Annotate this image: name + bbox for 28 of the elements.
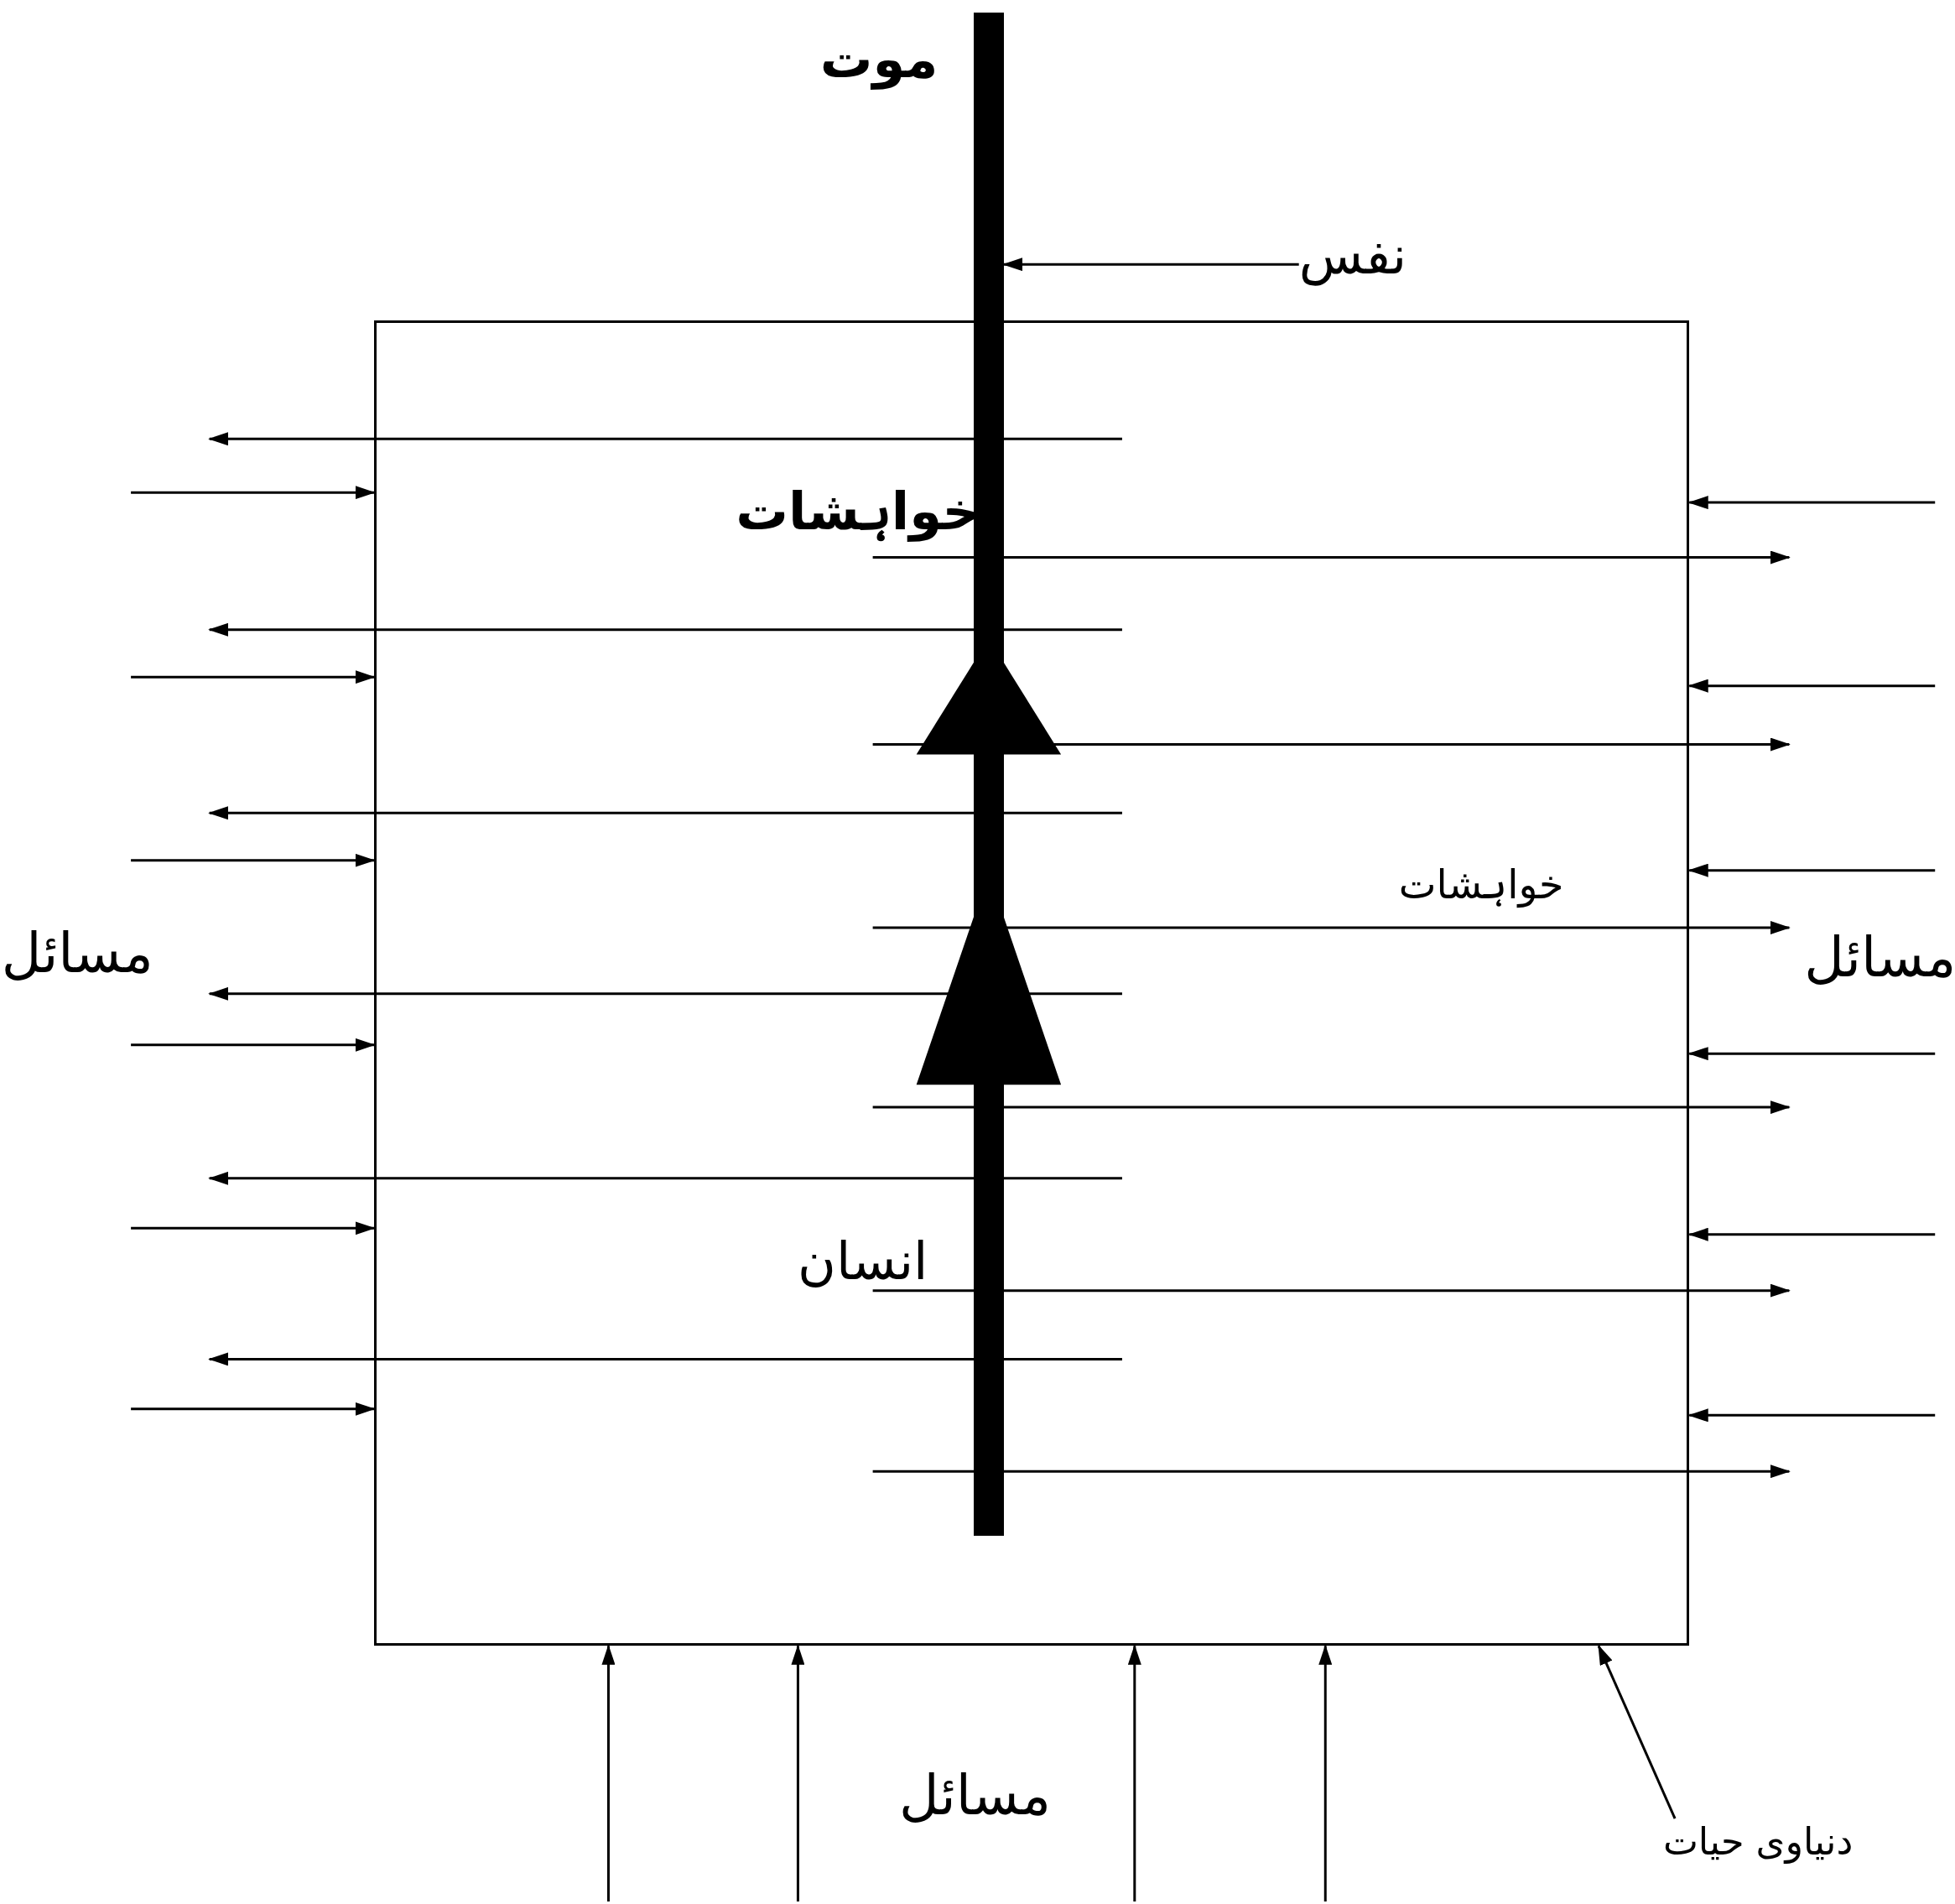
word-label: نفس <box>1298 221 1407 290</box>
arrow <box>131 486 376 500</box>
arrow <box>1002 258 1299 272</box>
arrow <box>1127 1644 1141 1902</box>
word-label: موت <box>819 28 939 92</box>
arrow <box>1687 1047 1936 1061</box>
arrow <box>1687 1408 1936 1423</box>
leader-line <box>1597 1644 1677 1819</box>
word-label: مسائل <box>1 920 153 987</box>
arrow <box>1318 1644 1333 1902</box>
arrow <box>131 670 376 684</box>
word-label: مسائل <box>899 1762 1052 1829</box>
word-label: خواہشات <box>736 479 980 544</box>
word-label: دنیاوی حیات <box>1662 1818 1854 1868</box>
arrow <box>1687 1227 1936 1241</box>
arrow <box>1687 679 1936 693</box>
arrow <box>1687 496 1936 510</box>
arrow <box>131 1221 376 1236</box>
word-label: خواہشات <box>1398 861 1564 910</box>
arrow <box>1687 863 1936 877</box>
frame-box <box>373 320 1690 1646</box>
arrow <box>131 1402 376 1416</box>
word-label: انسان <box>798 1230 928 1294</box>
arrow <box>791 1644 805 1902</box>
arrow <box>601 1644 616 1902</box>
word-label: مسائل <box>1804 924 1955 991</box>
arrow <box>131 1038 376 1052</box>
arrow <box>131 853 376 867</box>
